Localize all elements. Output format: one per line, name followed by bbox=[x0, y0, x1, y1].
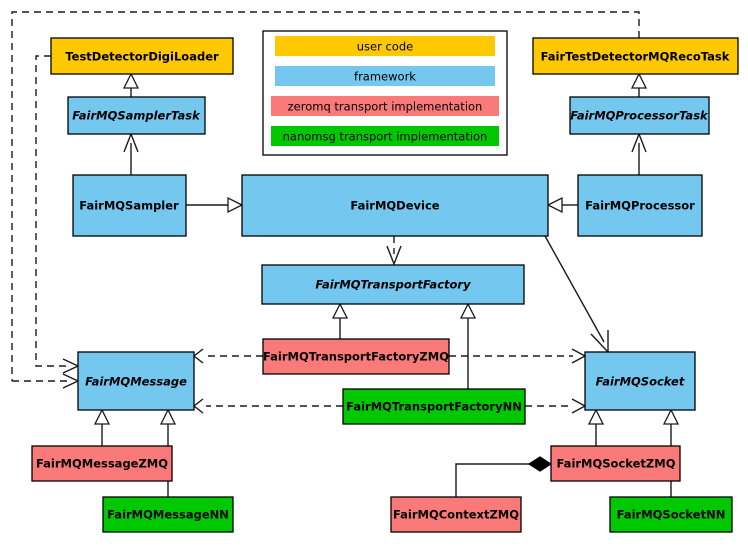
edge-processortask-to-recotask bbox=[630, 72, 648, 97]
dependency-route-digiloader-to-message bbox=[35, 55, 70, 367]
class-box-fairmqprocessortask[interactable] bbox=[569, 96, 710, 135]
edge-transportfactorynn-to-transportfactory bbox=[459, 302, 477, 389]
class-box-fairmqsocketnn[interactable] bbox=[609, 496, 733, 533]
class-node-fairmqsamplertask[interactable]: FairMQSamplerTask bbox=[67, 96, 206, 135]
legend-swatch-framework bbox=[275, 66, 495, 86]
class-box-fairmqmessage[interactable] bbox=[77, 351, 195, 411]
class-node-testdetectordigiloader[interactable]: TestDetectorDigiLoader bbox=[50, 37, 234, 75]
class-box-testdetectordigiloader[interactable] bbox=[50, 37, 234, 75]
class-label-fairmqtransportfactorynn: FairMQTransportFactoryNN bbox=[346, 400, 522, 414]
class-label-fairmqmessage: FairMQMessage bbox=[85, 375, 187, 389]
class-node-fairmqprocessortask[interactable]: FairMQProcessorTask bbox=[569, 96, 710, 135]
legend-item-user-code: user code bbox=[275, 36, 495, 56]
class-box-fairmqsocket[interactable] bbox=[584, 351, 696, 411]
class-label-fairmqprocessortask: FairMQProcessorTask bbox=[570, 109, 709, 123]
edge-socketzmq-to-contextzmq bbox=[455, 456, 553, 497]
edge-sampler-to-device bbox=[186, 196, 244, 214]
class-box-fairmqdevice[interactable] bbox=[241, 174, 549, 237]
class-box-fairmqsampler[interactable] bbox=[72, 174, 187, 237]
legend-item-nanomsg: nanomsg transport implementation bbox=[271, 126, 499, 146]
class-node-fairmqsocketnn[interactable]: FairMQSocketNN bbox=[609, 496, 733, 533]
class-box-fairmqcontextzmq[interactable] bbox=[390, 496, 522, 533]
edge-samplertask-to-digiloader bbox=[122, 72, 140, 97]
class-node-fairmqtransportfactorynn[interactable]: FairMQTransportFactoryNN bbox=[342, 388, 526, 425]
legend-label-framework: framework bbox=[354, 70, 416, 84]
class-label-fairmqsocket: FairMQSocket bbox=[596, 375, 685, 389]
class-label-fairmqmessagezmq: FairMQMessageZMQ bbox=[36, 457, 168, 471]
class-node-fairmqcontextzmq[interactable]: FairMQContextZMQ bbox=[390, 496, 522, 533]
class-label-fairmqtransportfactoryzmq: FairMQTransportFactoryZMQ bbox=[263, 350, 449, 364]
legend-swatch-zeromq bbox=[271, 96, 499, 116]
legend: user code framework zeromq transport imp… bbox=[262, 30, 508, 156]
legend-swatch-nanomsg bbox=[271, 126, 499, 146]
class-label-fairmqsocketzmq: FairMQSocketZMQ bbox=[557, 457, 676, 471]
legend-label-user-code: user code bbox=[357, 40, 413, 54]
edge-device-to-transportfactory bbox=[386, 236, 402, 266]
class-node-fairmqtransportfactoryzmq[interactable]: FairMQTransportFactoryZMQ bbox=[262, 338, 450, 375]
class-label-fairmqdevice: FairMQDevice bbox=[350, 199, 439, 213]
class-node-fairtestdetectormqrecotask[interactable]: FairTestDetectorMQRecoTask bbox=[532, 37, 739, 75]
class-node-fairmqdevice[interactable]: FairMQDevice bbox=[241, 174, 549, 237]
class-box-fairmqsamplertask[interactable] bbox=[67, 96, 206, 135]
class-label-fairmqmessagenn: FairMQMessageNN bbox=[107, 508, 229, 522]
class-box-fairmqsocketzmq[interactable] bbox=[550, 445, 681, 482]
class-label-fairmqsampler: FairMQSampler bbox=[79, 199, 179, 213]
legend-item-zeromq: zeromq transport implementation bbox=[271, 96, 499, 116]
edge-processor-to-device bbox=[546, 196, 578, 214]
class-node-fairmqsocket[interactable]: FairMQSocket bbox=[584, 351, 696, 411]
class-box-fairtestdetectormqrecotask[interactable] bbox=[532, 37, 739, 75]
class-node-fairmqmessagenn[interactable]: FairMQMessageNN bbox=[102, 496, 234, 533]
edge-messagezmq-to-message bbox=[93, 408, 111, 446]
class-node-fairmqsocketzmq[interactable]: FairMQSocketZMQ bbox=[550, 445, 681, 482]
class-label-fairmqprocessor: FairMQProcessor bbox=[585, 199, 695, 213]
class-box-fairmqmessagezmq[interactable] bbox=[31, 445, 173, 482]
dependency-route-recotask-to-message bbox=[11, 11, 640, 382]
class-node-fairmqsampler[interactable]: FairMQSampler bbox=[72, 174, 187, 237]
class-label-fairtestdetectormqrecotask: FairTestDetectorMQRecoTask bbox=[541, 50, 730, 64]
class-box-fairmqprocessor[interactable] bbox=[577, 174, 703, 237]
class-label-fairmqtransportfactory: FairMQTransportFactory bbox=[315, 278, 471, 292]
class-node-fairmqprocessor[interactable]: FairMQProcessor bbox=[577, 174, 703, 237]
legend-label-zeromq: zeromq transport implementation bbox=[288, 100, 483, 114]
edge-transportfactoryzmq-to-transportfactory bbox=[331, 302, 349, 339]
class-box-fairmqmessagenn[interactable] bbox=[102, 496, 234, 533]
class-node-fairmqmessagezmq[interactable]: FairMQMessageZMQ bbox=[31, 445, 173, 482]
class-label-fairmqsamplertask: FairMQSamplerTask bbox=[72, 109, 201, 123]
class-node-fairmqtransportfactory[interactable]: FairMQTransportFactory bbox=[261, 264, 525, 305]
legend-label-nanomsg: nanomsg transport implementation bbox=[283, 130, 488, 144]
class-label-fairmqcontextzmq: FairMQContextZMQ bbox=[393, 508, 519, 522]
legend-swatch-user-code bbox=[275, 36, 495, 56]
edge-socketzmq-to-socket bbox=[587, 408, 605, 446]
class-node-fairmqmessage[interactable]: FairMQMessage bbox=[77, 351, 195, 411]
class-box-fairmqtransportfactory[interactable] bbox=[261, 264, 525, 305]
class-label-testdetectordigiloader: TestDetectorDigiLoader bbox=[65, 50, 219, 64]
class-box-fairmqtransportfactoryzmq[interactable] bbox=[262, 338, 450, 375]
legend-item-framework: framework bbox=[275, 66, 495, 86]
class-box-fairmqtransportfactorynn[interactable] bbox=[342, 388, 526, 425]
class-label-fairmqsocketnn: FairMQSocketNN bbox=[617, 508, 726, 522]
